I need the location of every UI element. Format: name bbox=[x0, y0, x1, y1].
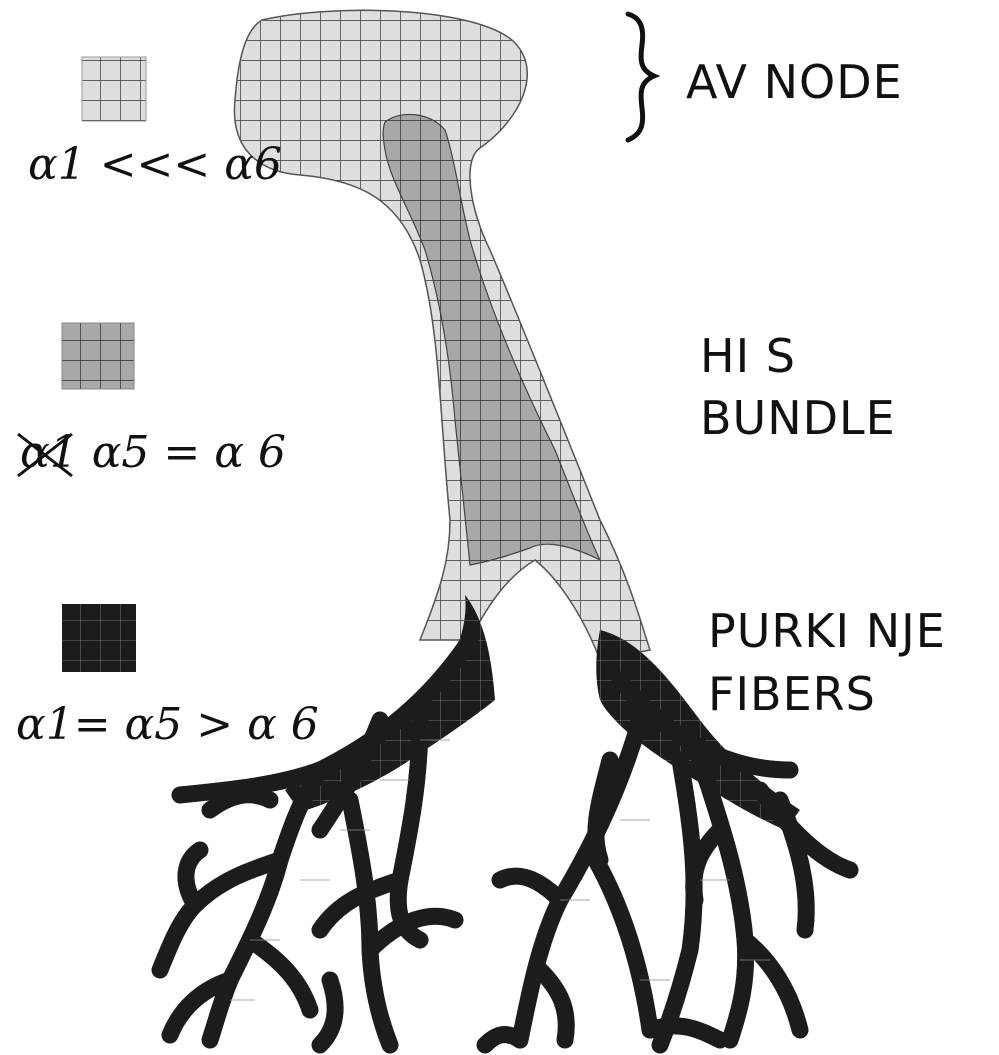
legend-formula-av-node: α1 <<< α6 bbox=[28, 140, 282, 190]
legend-swatch-dark bbox=[62, 604, 136, 672]
legend-formula-his-bundle: α1 α5 = α 6 bbox=[20, 428, 286, 478]
legend-swatch-light bbox=[82, 57, 146, 121]
his-bundle-label-line2: BUNDLE bbox=[700, 390, 896, 446]
his-bundle-core bbox=[383, 114, 600, 565]
purkinje-label-line2: FIBERS bbox=[708, 666, 876, 722]
legend-formula-purkinje: α1= α5 > α 6 bbox=[16, 700, 319, 750]
strike-x-mark bbox=[14, 430, 76, 480]
av-node-brace bbox=[628, 14, 654, 140]
legend-swatch-mid bbox=[62, 323, 134, 389]
purkinje-label-line1: PURKI NJE bbox=[708, 603, 946, 659]
av-node-region bbox=[234, 10, 650, 660]
right-purkinje-branches bbox=[485, 680, 850, 1045]
his-bundle-label-line1: HI S bbox=[700, 328, 796, 384]
av-node-label: AV NODE bbox=[686, 54, 903, 110]
legend-formula-his-bundle-rest: α5 = α 6 bbox=[78, 427, 286, 478]
crossed-alpha1: α1 bbox=[20, 428, 78, 478]
